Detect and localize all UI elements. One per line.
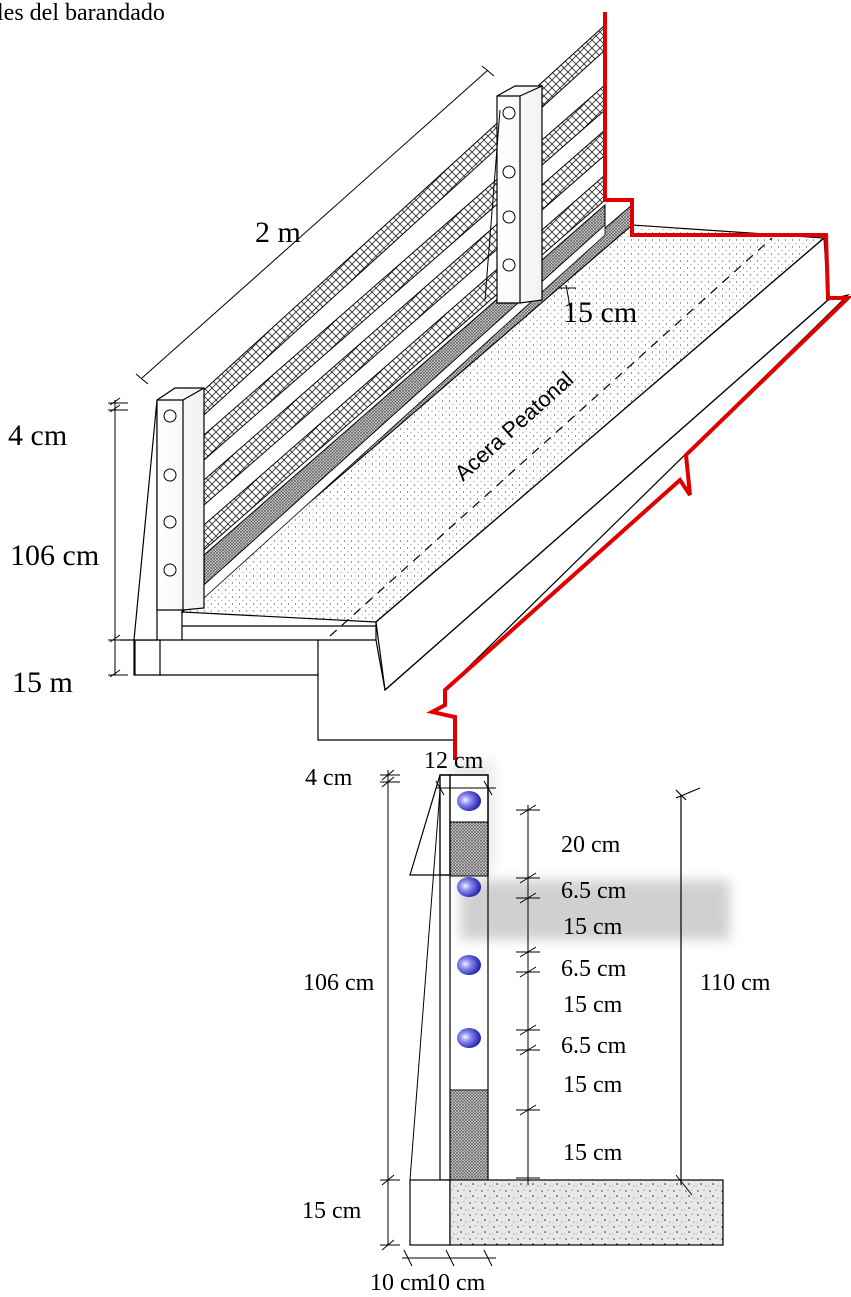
label-spacing-3: 15 cm bbox=[563, 914, 623, 940]
label-total-height: 110 cm bbox=[700, 970, 771, 996]
label-section-top: 4 cm bbox=[305, 765, 353, 791]
rail-1 bbox=[457, 791, 481, 811]
deck-slab bbox=[409, 1179, 451, 1246]
label-spacing-1: 20 cm bbox=[561, 832, 621, 858]
dimension-curb bbox=[558, 284, 576, 319]
label-bottom-left: 10 cm bbox=[370, 1270, 430, 1296]
label-curb-dimension: 15 cm bbox=[563, 296, 637, 329]
label-section-base: 15 cm bbox=[302, 1198, 362, 1224]
post-base-fill bbox=[449, 821, 489, 877]
dimension-spacing-stack bbox=[516, 804, 540, 1185]
label-height-dimension: 106 cm bbox=[10, 539, 99, 572]
sidewalk-edge-dash bbox=[329, 237, 773, 637]
label-spacing-4: 6.5 cm bbox=[561, 956, 627, 982]
dimension-post-width bbox=[435, 780, 496, 796]
cross-section-view: 12 cm 4 cm 106 cm 15 cm 10 cm 10 cm 20 c… bbox=[302, 748, 771, 1296]
sidewalk-concrete bbox=[449, 1179, 724, 1246]
dimension-left-stack bbox=[380, 769, 400, 1251]
far-post bbox=[484, 85, 543, 304]
drawing-heading: les del barandado bbox=[0, 0, 165, 26]
label-section-height: 106 cm bbox=[303, 970, 375, 996]
rail-2 bbox=[457, 877, 481, 897]
label-post-width: 12 cm bbox=[424, 748, 484, 774]
dimension-left-vertical bbox=[108, 397, 128, 678]
label-spacing-5: 15 cm bbox=[563, 992, 623, 1018]
post-base-hatch bbox=[449, 1089, 489, 1181]
label-spacing-2: 6.5 cm bbox=[561, 878, 627, 904]
rail-3 bbox=[457, 955, 481, 975]
dimension-total-height bbox=[675, 787, 701, 1196]
label-spacing-7: 15 cm bbox=[563, 1072, 623, 1098]
dimension-bottom bbox=[402, 1249, 496, 1267]
break-line bbox=[426, 12, 851, 760]
label-spacing-6: 6.5 cm bbox=[561, 1033, 627, 1059]
label-base-dimension: 15 m bbox=[12, 666, 73, 699]
label-spacing-8: 15 cm bbox=[563, 1140, 623, 1166]
post-taper bbox=[409, 774, 451, 876]
label-top-dimension: 4 cm bbox=[8, 419, 67, 452]
label-bottom-right: 10 cm bbox=[426, 1270, 486, 1296]
isometric-view: 2 m 4 cm 106 cm 15 m 15 cm Acera Peatona… bbox=[8, 12, 851, 760]
rail-4 bbox=[457, 1028, 481, 1048]
label-rail-length: 2 m bbox=[255, 216, 301, 249]
dimension-rail-length bbox=[135, 65, 495, 385]
near-post bbox=[133, 387, 205, 676]
